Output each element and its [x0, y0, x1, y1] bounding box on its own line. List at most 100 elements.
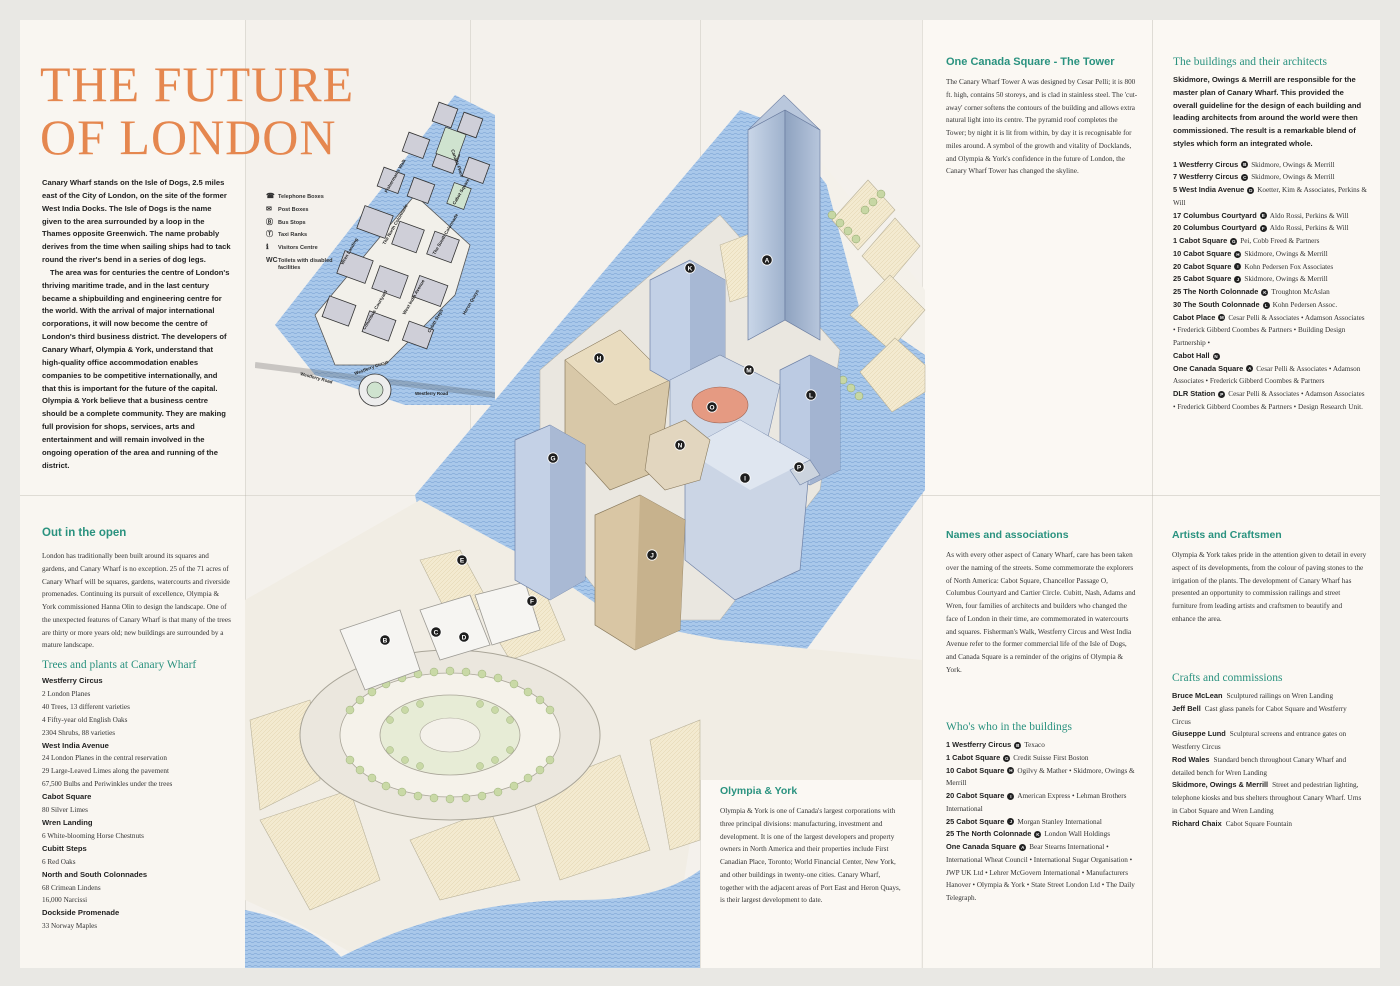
westferry-circus-roundabout — [299, 649, 601, 821]
names-section: Names and associations As with every oth… — [946, 529, 1138, 677]
list-text: Kohn Pedersen Assoc. — [1272, 300, 1338, 309]
out-in-open-heading: Out in the open — [42, 527, 127, 539]
list-text: Koetter, Kim & Associates, Perkins & Wil… — [1173, 186, 1367, 207]
building-name: 20 Columbus Courtyard — [1173, 223, 1257, 233]
marker-o: O — [706, 401, 718, 413]
list-text: Aldo Rossi, Perkins & Will — [1269, 224, 1349, 233]
marker-letter: N — [678, 442, 683, 449]
marker-letter: B — [383, 637, 388, 644]
title-line-1: THE FUTURE — [40, 56, 355, 112]
marker-l: L — [805, 389, 817, 401]
tree-count: 67,500 Bulbs and Periwinkles under the t… — [42, 780, 173, 789]
toilet-icon: WC — [266, 256, 278, 264]
artists-heading: Artists and Craftsmen — [1172, 529, 1282, 541]
marker-n: N — [674, 439, 686, 451]
artist-name: Jeff Bell — [1172, 703, 1201, 713]
marker-f: F — [526, 595, 538, 607]
building-1-westferry-circus — [339, 609, 421, 691]
list-text: London Wall Holdings — [1044, 830, 1110, 839]
artist-name: Skidmore, Owings & Merrill — [1172, 780, 1269, 790]
tree-count: 2 London Planes — [42, 689, 91, 698]
marker-letter: K — [688, 265, 693, 272]
marker-badge: K — [1261, 288, 1269, 296]
page-title: THE FUTURE OF LONDON — [40, 58, 420, 164]
list-text: Skidmore, Owings & Merrill — [1251, 160, 1335, 169]
crafts-heading: Crafts and commissions — [1172, 672, 1283, 684]
building-name: 25 Cabot Square — [946, 816, 1005, 826]
trees-section: Trees and plants at Canary Wharf Westfer… — [42, 659, 232, 933]
craft-text: Cabot Square Fountain — [1225, 819, 1292, 828]
building-name: 7 Westferry Circus — [1173, 172, 1239, 182]
list-text: Skidmore, Owings & Merrill — [1251, 173, 1335, 182]
craft-text: Cast glass panels for Cabot Square and W… — [1172, 704, 1347, 726]
intro-paragraph: The area was for centuries the centre of… — [42, 267, 230, 470]
building-name: 20 Cabot Square — [946, 791, 1005, 800]
building-name: 1 Cabot Square — [946, 752, 1001, 762]
marker-badge: J — [1234, 276, 1242, 284]
list-text: Bear Stearns International • Internation… — [946, 843, 1135, 902]
olympia-panel — [700, 780, 921, 968]
architects-section: The buildings and their architects Skidm… — [1173, 56, 1368, 414]
names-heading: Names and associations — [946, 529, 1069, 541]
trees-heading: Trees and plants at Canary Wharf — [42, 659, 197, 671]
marker-badge: N — [1212, 352, 1220, 360]
list-text: Skidmore, Owings & Merrill — [1244, 275, 1328, 284]
marker-letter: C — [434, 629, 439, 636]
street-plan: Westferry Road Westferry Road Westferry … — [255, 95, 495, 407]
architects-heading: The buildings and their architects — [1173, 56, 1327, 68]
fold-line — [245, 20, 246, 968]
olympia-york-section: Olympia & York Olympia & York is one of … — [720, 785, 905, 907]
tree-count: 24 London Planes in the central reservat… — [42, 754, 167, 763]
marker-b: B — [379, 634, 391, 646]
building-name: 25 The North Colonnade — [1173, 287, 1259, 296]
building-name: Cabot Place — [1173, 312, 1216, 322]
olympia-york-heading: Olympia & York — [720, 785, 798, 797]
marker-letter: F — [530, 598, 534, 605]
tree-location: Wren Landing — [42, 817, 93, 827]
intro-paragraph: Canary Wharf stands on the Isle of Dogs,… — [42, 178, 231, 265]
marker-p: P — [793, 461, 805, 473]
craft-text: Sculptured railings on Wren Landing — [1226, 692, 1334, 700]
building-plot — [259, 789, 381, 911]
marker-badge: P — [1218, 390, 1226, 398]
intro-text: Canary Wharf stands on the Isle of Dogs,… — [42, 177, 232, 472]
names-body: As with every other aspect of Canary Wha… — [946, 551, 1136, 674]
title-line-2: OF LONDON — [40, 109, 337, 165]
telephone-icon: ☎ — [266, 193, 275, 200]
tree-location: North and South Colonnades — [42, 869, 148, 879]
river-thames — [245, 910, 350, 968]
tree-location: Dockside Promenade — [42, 908, 120, 918]
artists-panel — [1153, 496, 1380, 968]
list-text: Morgan Stanley International — [1017, 817, 1102, 826]
marker-badge: J — [1007, 818, 1015, 826]
legend-label: Taxi Ranks — [278, 232, 308, 239]
tree-count: 6 Red Oaks — [42, 857, 76, 866]
whos-who-section: Who's who in the buildings 1 Westferry C… — [946, 721, 1138, 905]
quay-plot — [849, 274, 926, 351]
artist-name: Bruce McLean — [1172, 691, 1223, 700]
tree-count: 33 Norway Maples — [42, 922, 98, 931]
list-text: Cesar Pelli & Associates • Adamson Assoc… — [1173, 390, 1365, 411]
fold-line — [1152, 20, 1153, 968]
olympia-york-body: Olympia & York is one of Canada's larges… — [720, 807, 901, 905]
list-text: Texaco — [1024, 741, 1045, 749]
list-text: American Express • Lehman Brothers Inter… — [946, 792, 1127, 813]
building-name: 1 Westferry Circus — [946, 740, 1012, 749]
